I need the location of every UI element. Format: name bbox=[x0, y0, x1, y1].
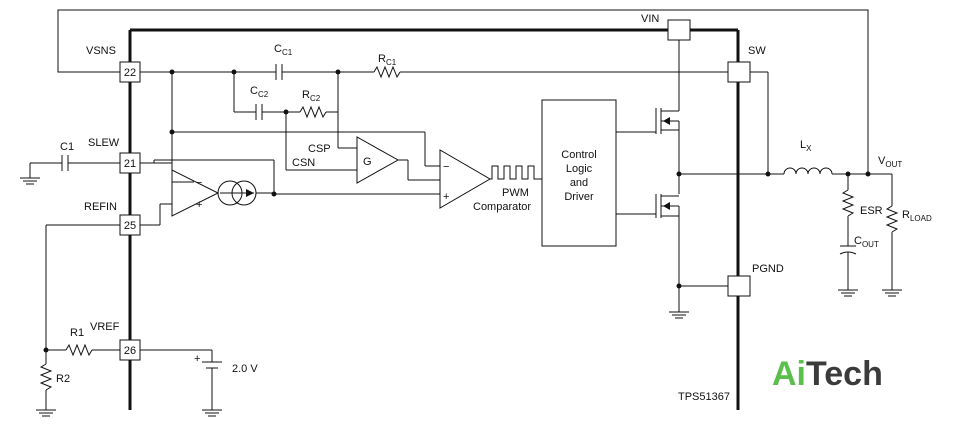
driver-line4: Driver bbox=[564, 191, 594, 203]
pgnd-label: PGND bbox=[752, 263, 784, 275]
rc1-label: RC1 bbox=[378, 53, 397, 67]
pin-slew-number: 21 bbox=[124, 158, 136, 170]
ea-minus-label: − bbox=[196, 177, 202, 189]
gain-amplifier: G bbox=[356, 136, 400, 184]
csp-label: CSP bbox=[308, 143, 331, 155]
low-side-mosfet bbox=[655, 194, 680, 218]
r1-label: R1 bbox=[70, 327, 84, 339]
error-amplifier: − + bbox=[171, 169, 220, 217]
vref-label: VREF bbox=[90, 321, 120, 333]
logo-ai-text: Ai bbox=[772, 355, 806, 393]
capacitor-cc2 bbox=[255, 104, 263, 120]
pin-refin: 25 REFIN bbox=[84, 201, 141, 236]
sw-label: SW bbox=[748, 45, 766, 57]
ground-icon bbox=[838, 289, 858, 297]
part-number: TPS51367 bbox=[678, 391, 730, 403]
rload-label: RLOAD bbox=[902, 209, 932, 223]
ground-icon bbox=[669, 311, 689, 319]
ground-icon bbox=[882, 289, 902, 297]
cout-label: COUT bbox=[854, 235, 879, 249]
pwm-comparator: − + bbox=[439, 149, 491, 209]
cc2-label: CC2 bbox=[250, 85, 269, 99]
pin-vin: VIN bbox=[641, 13, 691, 41]
junction-dots bbox=[43, 69, 871, 353]
r2-label: R2 bbox=[56, 373, 70, 385]
vout-label: VOUT bbox=[878, 155, 902, 169]
driver-line3: and bbox=[570, 177, 588, 189]
comparator-label: Comparator bbox=[473, 201, 531, 213]
lx-label: LX bbox=[800, 139, 812, 153]
resistor-esr bbox=[841, 189, 855, 217]
pin-vsns-number: 22 bbox=[124, 67, 136, 79]
gain-label: G bbox=[363, 156, 372, 168]
vsns-label: VSNS bbox=[86, 45, 116, 57]
resistor-r1 bbox=[65, 343, 93, 357]
c1-label: C1 bbox=[60, 141, 74, 153]
cc1-label: CC1 bbox=[274, 43, 293, 57]
ground-icon bbox=[20, 177, 40, 185]
resistor-rc1 bbox=[373, 65, 401, 79]
ground-icon bbox=[36, 409, 56, 417]
slew-label: SLEW bbox=[88, 137, 120, 149]
inductor-lx bbox=[783, 167, 833, 175]
pin-pgnd: PGND bbox=[727, 263, 784, 297]
ea-plus-label: + bbox=[196, 199, 202, 211]
pwm-waveform-icon bbox=[490, 165, 542, 180]
high-side-mosfet bbox=[655, 108, 680, 134]
control-logic-driver: Control Logic and Driver bbox=[541, 99, 617, 247]
driver-line2: Logic bbox=[566, 163, 593, 175]
refin-label: REFIN bbox=[84, 201, 117, 213]
aitech-logo: AiTech bbox=[772, 355, 883, 393]
pin-vsns: 22 VSNS bbox=[86, 45, 141, 83]
driver-line1: Control bbox=[561, 149, 596, 161]
resistor-r2 bbox=[39, 363, 53, 391]
pwm-label: PWM bbox=[502, 187, 529, 199]
ground-icon bbox=[202, 409, 222, 417]
comparator-minus-label: − bbox=[443, 161, 449, 173]
resistor-rc2 bbox=[299, 105, 327, 119]
source-plus-label: + bbox=[194, 353, 200, 365]
capacitor-cc1 bbox=[275, 64, 283, 80]
pin-sw: SW bbox=[727, 45, 766, 83]
source-label: 2.0 V bbox=[232, 363, 258, 375]
pin-refin-number: 25 bbox=[124, 220, 136, 232]
pin-slew: 21 SLEW bbox=[88, 137, 141, 174]
resistor-rload bbox=[885, 205, 899, 233]
pin-vref-number: 26 bbox=[124, 345, 136, 357]
pin-vref: 26 VREF bbox=[90, 321, 141, 361]
esr-label: ESR bbox=[860, 205, 883, 217]
rc2-label: RC2 bbox=[302, 89, 321, 103]
current-source-icon bbox=[217, 180, 257, 206]
voltage-source-icon: + bbox=[194, 353, 222, 369]
ic-boundary bbox=[128, 28, 740, 410]
csn-label: CSN bbox=[292, 157, 315, 169]
vsns-feedback-wire bbox=[57, 9, 869, 172]
comparator-plus-label: + bbox=[443, 191, 449, 203]
capacitor-c1 bbox=[61, 155, 69, 171]
vin-label: VIN bbox=[641, 13, 659, 25]
logo-tech-text: Tech bbox=[806, 355, 883, 393]
svg-text:AiTech: AiTech bbox=[772, 355, 883, 393]
